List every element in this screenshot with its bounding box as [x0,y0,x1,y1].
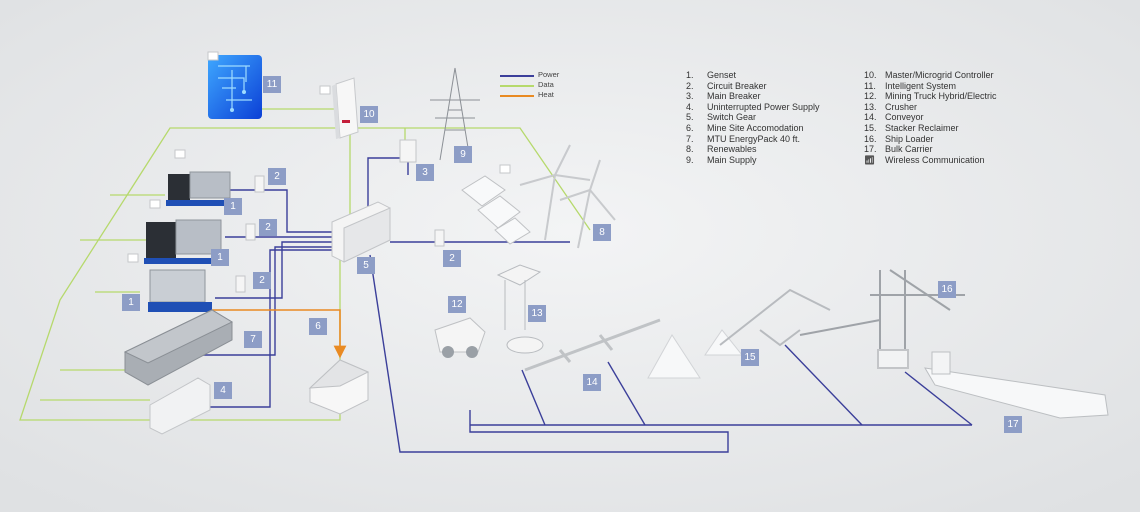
badge-controller: 10 [360,106,378,123]
badge-stacker: 15 [741,349,759,366]
list-item-wireless: 📶︎Wireless Communication [864,154,985,165]
badge-renewables: 8 [593,224,611,241]
master-controller-cabinet [332,77,359,139]
solar-panels [461,175,531,245]
badge-main-breaker: 3 [416,164,434,181]
power-line-main [367,157,409,210]
badge-breaker-c: 2 [253,272,271,289]
legend-power-line [500,75,534,77]
switch-gear [331,201,391,263]
accommodation-building [308,359,370,415]
badge-breaker-a: 2 [268,168,286,185]
list-item: 5.Switch Gear [686,112,757,123]
power-line-mine [369,254,729,453]
transmission-tower [430,67,480,161]
list-item: 4.Uninterrupted Power Supply [686,101,820,112]
list-item: 15.Stacker Reclaimer [864,122,959,133]
wifi-icon: 📶︎ [864,154,876,165]
ups-unit [149,377,211,435]
badge-main-supply: 9 [454,146,472,163]
list-item: 17.Bulk Carrier [864,144,933,155]
component-list-right: 10.Master/Microgrid Controller 11.Intell… [864,70,997,165]
crusher-structure [496,264,544,354]
list-item: 9.Main Supply [686,154,757,165]
badge-genset-a: 1 [224,198,242,215]
badge-conveyor: 14 [583,374,601,391]
ship-loader [799,269,965,369]
power-line-ups [210,249,335,408]
badge-intelligent-system: 11 [263,76,281,93]
heat-line [200,309,347,359]
bulk-carrier-ship [924,351,1109,419]
badge-energypack: 7 [244,331,262,348]
badge-bulk-carrier: 17 [1004,416,1022,433]
badge-genset-c: 1 [122,294,140,311]
badge-ups: 4 [214,382,232,399]
badge-switch-gear: 5 [357,257,375,274]
circuit-breakers [235,175,445,293]
badge-genset-b: 1 [211,249,229,266]
power-line-conveyor-a [521,369,546,426]
wireless-indicators [127,51,511,263]
legend-power-label: Power [538,70,560,79]
list-item: 14.Conveyor [864,112,924,123]
power-line-stacker [784,344,863,426]
badge-truck: 12 [448,296,466,313]
wind-turbines [519,144,616,249]
power-lines [195,157,973,453]
legend-data-label: Data [538,80,554,89]
power-line-ship [904,371,973,426]
conveyor-belt [524,318,661,372]
data-line-tower [340,127,591,231]
list-item: 8.Renewables [686,144,757,155]
badge-breaker-b: 2 [259,219,277,236]
main-breaker-box [399,139,417,163]
power-line-genset-c [215,241,335,299]
power-line-ep [195,246,335,356]
list-item: 1.Genset [686,70,737,80]
list-item: 2.Circuit Breaker [686,80,767,91]
list-item: 12.Mining Truck Hybrid/Electric [864,91,997,102]
list-item: 6.Mine Site Accomodation [686,122,804,133]
badge-accommodation: 6 [309,318,327,335]
legend-heat-label: Heat [538,90,554,99]
genset-unit-b [144,219,224,264]
list-item: 10.Master/Microgrid Controller [864,70,994,80]
badge-crusher: 13 [528,305,546,322]
energypack-container [123,309,234,386]
genset-unit-c [148,269,212,312]
stockpile-a [647,334,701,379]
badge-ship-loader: 16 [938,281,956,298]
stacker-reclaimer [719,288,831,347]
list-item: 11.Intelligent System [864,80,957,91]
list-item: 13.Crusher [864,101,918,112]
component-list-left: 1.Genset 2.Circuit Breaker 3.Main Breake… [686,70,820,165]
genset-unit-a [166,171,232,206]
badge-breaker-d: 2 [443,250,461,267]
list-item: 7.MTU EnergyPack 40 ft. [686,133,801,144]
intelligent-system-chip [208,55,262,119]
legend-data-line [500,85,534,87]
list-item: 16.Ship Loader [864,133,934,144]
legend-heat-line [500,95,534,97]
power-line-conveyor-b [607,361,646,426]
mining-truck [434,317,486,358]
list-item: 3.Main Breaker [686,91,761,102]
